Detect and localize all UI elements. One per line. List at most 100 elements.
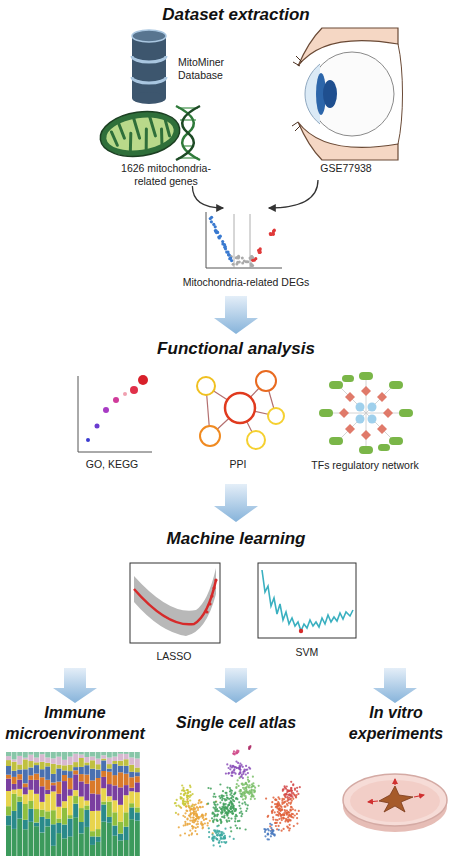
umap-cell (189, 786, 191, 788)
umap-cell (189, 810, 191, 812)
volcano-dot (228, 253, 231, 256)
panel-label: 1626 mitochondria-related genes (113, 162, 219, 188)
umap-cell (183, 801, 185, 803)
umap-cell (199, 799, 201, 801)
umap-cell (264, 829, 266, 831)
umap-cell (272, 816, 274, 818)
bar-segment (124, 766, 129, 774)
volcano-dot (250, 255, 253, 258)
bar-segment (51, 752, 56, 758)
umap-cell (194, 830, 196, 832)
bar-segment (79, 796, 84, 808)
umap-cell (270, 830, 272, 832)
bar-segment (90, 760, 95, 768)
umap-cell (293, 825, 295, 827)
umap-cell (268, 838, 270, 840)
umap-cell (224, 809, 226, 811)
umap-cell (290, 790, 292, 792)
umap-cell (182, 800, 184, 802)
umap-cell (218, 795, 220, 797)
bar-segment (96, 778, 101, 794)
umap-cell (187, 795, 189, 797)
bar-segment (6, 791, 11, 806)
bar-segment (68, 836, 73, 856)
umap-cell (232, 765, 234, 767)
panel-label: MitoMiner Database (178, 56, 238, 82)
umap-cell (295, 796, 297, 798)
umap-cell (180, 797, 182, 799)
umap-cell (233, 769, 235, 771)
umap-cell (245, 765, 247, 767)
umap-cell (213, 801, 215, 803)
bar-segment (90, 752, 95, 757)
umap-cell (189, 820, 191, 822)
bar-segment (51, 824, 56, 846)
flow-arrow (214, 296, 258, 334)
volcano-dot (238, 261, 241, 264)
bar-segment (79, 833, 84, 856)
umap-cell (216, 820, 218, 822)
bar-segment (79, 822, 84, 833)
umap-cell (205, 813, 207, 815)
bar-segment (101, 771, 106, 777)
bar-segment (6, 775, 11, 779)
bar-segment (68, 796, 73, 816)
bar-segment (17, 770, 22, 775)
umap-cell (288, 790, 290, 792)
bar-segment (62, 838, 67, 856)
bar-segment (45, 794, 50, 811)
go-dot (123, 392, 127, 396)
bar-segment (12, 784, 17, 790)
umap-cell (290, 819, 292, 821)
bar-segment (23, 787, 28, 794)
volcano-dots (209, 216, 276, 267)
umap-cell (296, 823, 298, 825)
database-stripe (132, 56, 166, 62)
umap-cell (235, 751, 237, 753)
umap-cell (235, 773, 237, 775)
umap-cell (248, 746, 250, 748)
umap-cell (195, 812, 197, 814)
umap-cell (230, 765, 232, 767)
umap-cell (207, 822, 209, 824)
umap-cell (195, 818, 197, 820)
illustration-panel: Immune microenvironment (0, 702, 150, 860)
umap-cell (238, 767, 240, 769)
umap-cell (254, 787, 256, 789)
bar-segment (62, 825, 67, 839)
umap-cell (231, 807, 233, 809)
socket-line (398, 44, 403, 144)
umap-cell (219, 819, 221, 821)
bar-segment (51, 783, 56, 786)
umap-cell (279, 822, 281, 824)
bar-segment (12, 829, 17, 856)
bar-segment (40, 817, 45, 833)
bar-segment (73, 770, 78, 774)
bar-segment (90, 794, 95, 812)
bar-segment (135, 752, 140, 759)
umap-cell (289, 803, 291, 805)
bar-segment (62, 770, 67, 775)
umap-cell (215, 819, 217, 821)
bar-segment (79, 781, 84, 796)
bar-segment (84, 765, 89, 774)
illustration-panel: MitoMiner Database 1626 mitochondria-rela… (100, 28, 240, 186)
umap-cell (183, 794, 185, 796)
umap-cell (276, 803, 278, 805)
umap-cell (236, 827, 238, 829)
umap-cell (202, 816, 204, 818)
umap-cell (187, 803, 189, 805)
connector-arrow (192, 186, 223, 208)
illustration-panel: TFs regulatory network (300, 372, 430, 472)
umap-cell (290, 787, 292, 789)
umap-cell (284, 806, 286, 808)
umap-cell (214, 808, 216, 810)
mito-outer (97, 107, 182, 162)
umap-cell (232, 753, 234, 755)
bar-segment (112, 752, 117, 757)
bar-segment (45, 790, 50, 794)
umap-cell (271, 824, 273, 826)
bar-segment (129, 765, 134, 772)
umap-cell (296, 787, 298, 789)
umap-cell (264, 831, 266, 833)
